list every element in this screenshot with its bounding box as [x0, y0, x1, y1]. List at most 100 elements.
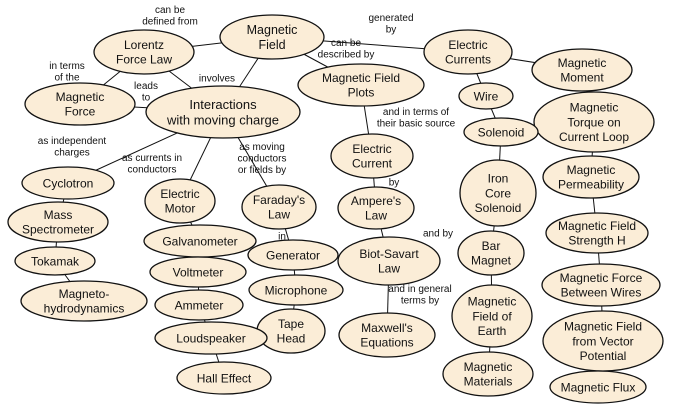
node-label-tokamak: Tokamak [31, 254, 80, 268]
node-label-flux: Magnetic Flux [561, 380, 636, 394]
node-shape-tokamak [14, 246, 96, 276]
node-voltmeter: Voltmeter [149, 256, 247, 288]
node-shape-mhd [20, 280, 148, 322]
node-tokamak: Tokamak [14, 246, 96, 276]
node-shape-solenoid [463, 117, 539, 147]
node-hall: Hall Effect [176, 361, 272, 395]
node-label-ammeter: Ammeter [175, 298, 224, 312]
node-shape-lorentz [93, 29, 195, 75]
node-shape-interactions [145, 85, 301, 139]
node-shape-biot-savart [337, 236, 441, 286]
node-label-wire: Wire [474, 89, 499, 103]
node-label-galvanometer: Galvanometer [162, 234, 237, 248]
node-galvanometer: Galvanometer [143, 224, 257, 258]
node-shape-field-strength [545, 212, 649, 254]
node-shape-permeability [542, 155, 640, 199]
node-shape-bar-magnet [457, 230, 525, 276]
node-shape-loudspeaker [154, 321, 268, 355]
node-label-loudspeaker: Loudspeaker [176, 331, 245, 345]
node-label-microphone: Microphone [265, 283, 328, 297]
node-shape-hall [176, 361, 272, 395]
node-ammeter: Ammeter [154, 289, 244, 321]
node-shape-electric-motor [144, 178, 216, 224]
node-label-voltmeter: Voltmeter [173, 265, 224, 279]
node-shape-faradays-law [241, 184, 317, 230]
node-label-generator: Generator [266, 248, 320, 262]
node-shape-amperes-law [337, 186, 415, 230]
link-label-and-by: and by [423, 229, 453, 240]
node-microphone: Microphone [248, 274, 344, 306]
node-shape-force-wires [541, 263, 661, 307]
link-label-involves: involves [199, 74, 235, 85]
node-label-hall: Hall Effect [197, 371, 252, 385]
node-wire: Wire [458, 82, 514, 110]
node-cyclotron: Cyclotron [21, 166, 115, 200]
node-shape-field-plots [297, 63, 425, 107]
node-shape-electric-current [330, 133, 414, 179]
node-shape-cyclotron [21, 166, 115, 200]
node-shape-wire [458, 82, 514, 110]
node-shape-field-earth [451, 284, 533, 348]
node-flux: Magnetic Flux [549, 370, 647, 404]
node-shape-torque [533, 91, 655, 153]
node-label-mhd: Magneto-hydrodynamics [44, 287, 125, 316]
node-solenoid: Solenoid [463, 117, 539, 147]
link-label-in: in [278, 232, 286, 243]
node-shape-iron-core [459, 159, 537, 227]
node-shape-voltmeter [149, 256, 247, 288]
node-loudspeaker: Loudspeaker [154, 321, 268, 355]
node-shape-magnetic-field [219, 14, 325, 60]
node-shape-flux [549, 370, 647, 404]
node-shape-electric-currents [423, 29, 513, 75]
link-label-by: by [389, 178, 400, 189]
node-label-solenoid: Solenoid [478, 125, 525, 139]
